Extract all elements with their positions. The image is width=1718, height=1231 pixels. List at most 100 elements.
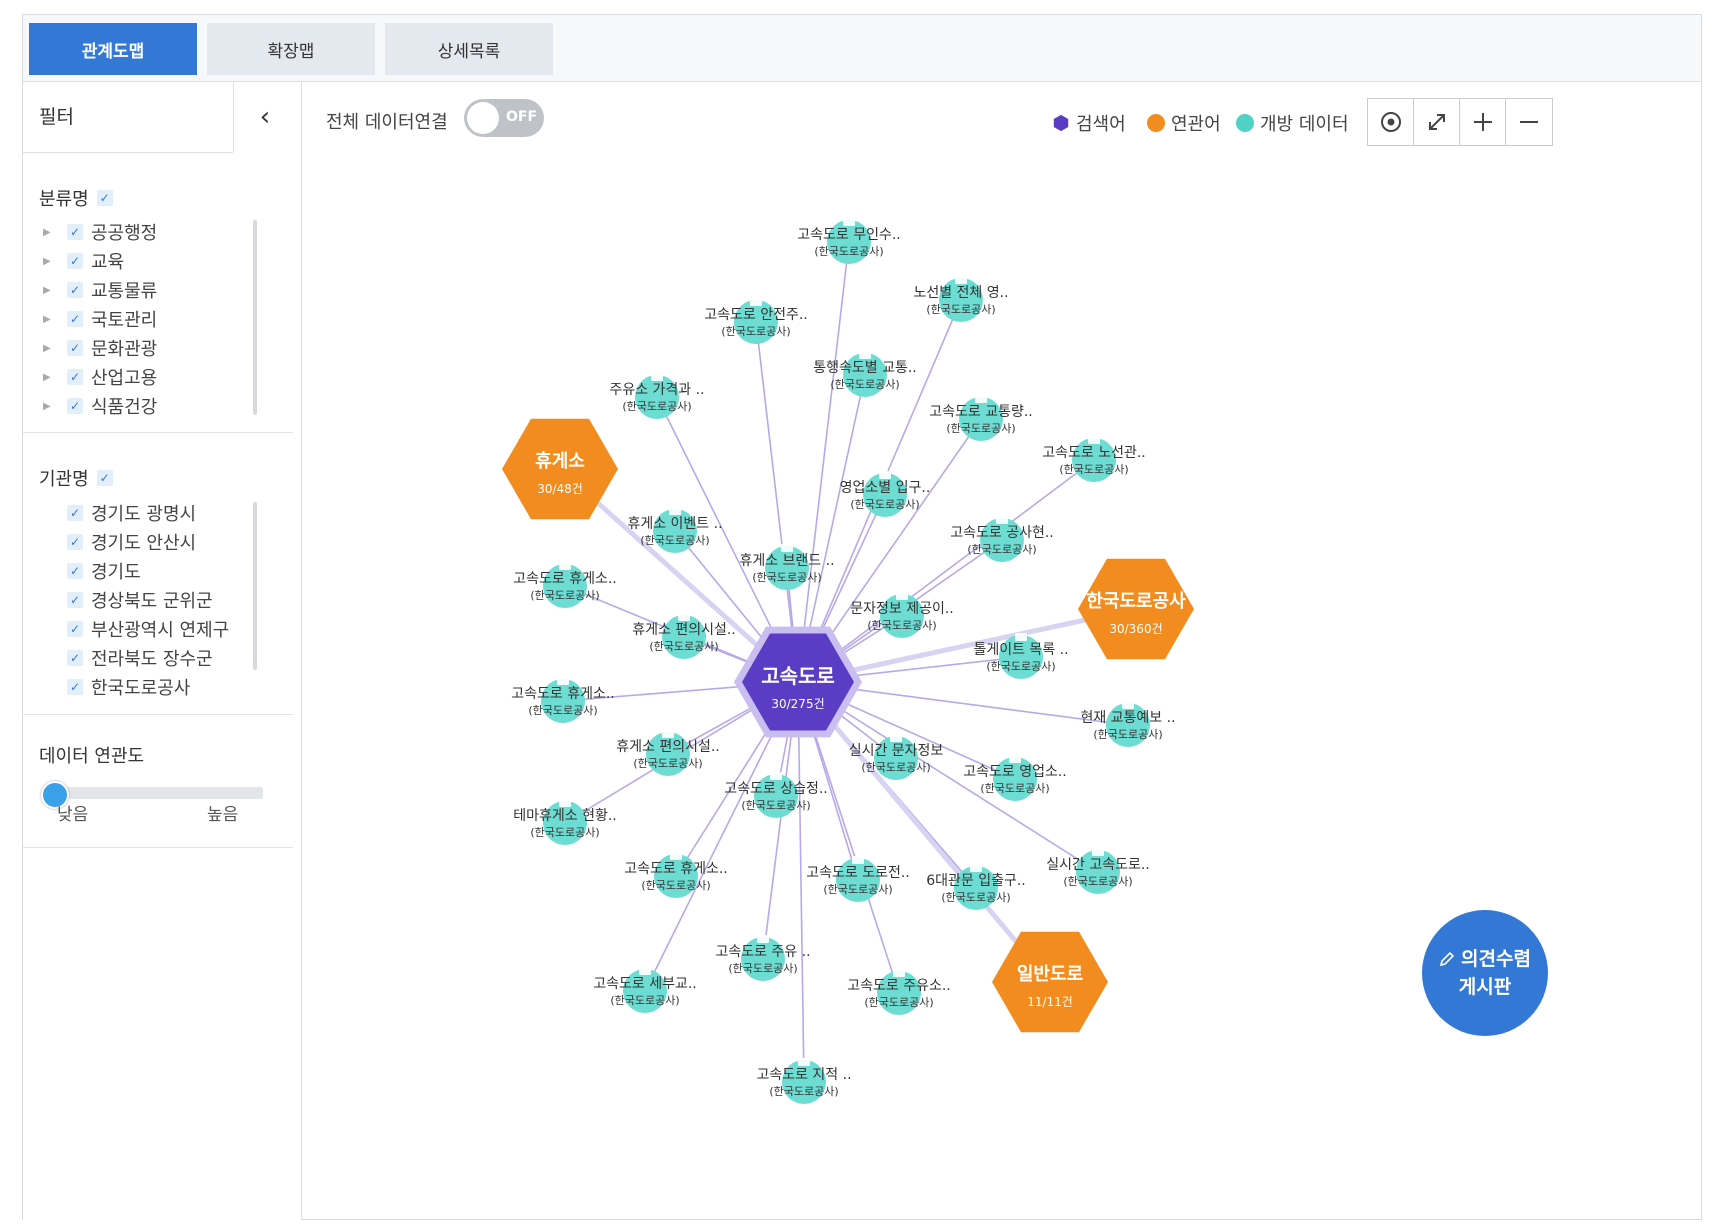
check-icon[interactable]: ✓ bbox=[67, 679, 83, 695]
caret-right-icon[interactable]: ▶ bbox=[43, 342, 51, 354]
open-data-circle[interactable] bbox=[880, 594, 924, 638]
open-data-node[interactable]: 고속도로 무인수..(한국도로공사) bbox=[797, 218, 901, 264]
open-data-circle[interactable] bbox=[999, 635, 1043, 679]
open-data-circle[interactable] bbox=[623, 969, 667, 1013]
zoom-in-icon[interactable] bbox=[1460, 99, 1506, 145]
open-data-circle[interactable] bbox=[827, 220, 871, 264]
check-icon[interactable]: ✓ bbox=[67, 340, 83, 356]
open-data-circle[interactable] bbox=[734, 300, 778, 344]
open-data-node[interactable]: 노선별 전체 영..(한국도로공사) bbox=[913, 276, 1009, 322]
open-data-circle[interactable] bbox=[874, 736, 918, 780]
open-data-node[interactable]: 고속도로 휴게소..(한국도로공사) bbox=[511, 677, 615, 723]
check-icon[interactable]: ✓ bbox=[67, 398, 83, 414]
open-data-circle[interactable] bbox=[863, 473, 907, 517]
open-data-circle[interactable] bbox=[741, 937, 785, 981]
list-item[interactable]: ✓한국도로공사 bbox=[43, 672, 190, 702]
list-item[interactable]: ▶✓산업고용 bbox=[43, 362, 157, 392]
open-data-circle[interactable] bbox=[543, 801, 587, 845]
open-data-circle[interactable] bbox=[1072, 438, 1116, 482]
list-item[interactable]: ▶✓식품건강 bbox=[43, 391, 157, 421]
open-data-circle[interactable] bbox=[765, 546, 809, 590]
check-icon[interactable]: ✓ bbox=[96, 190, 113, 206]
data-link-toggle[interactable]: OFF bbox=[464, 99, 544, 137]
check-icon[interactable]: ✓ bbox=[67, 369, 83, 385]
caret-right-icon[interactable]: ▶ bbox=[43, 226, 51, 238]
check-icon[interactable]: ✓ bbox=[67, 311, 83, 327]
chevron-left-icon[interactable]: ‹ bbox=[259, 102, 271, 132]
open-data-node[interactable]: 고속도로 지적 ..(한국도로공사) bbox=[756, 1058, 852, 1104]
list-item[interactable]: ✓경기도 안산시 bbox=[43, 527, 196, 557]
open-data-circle[interactable] bbox=[1106, 703, 1150, 747]
list-item[interactable]: ▶✓문화관광 bbox=[43, 333, 157, 363]
open-data-node[interactable]: 고속도로 세부교..(한국도로공사) bbox=[593, 967, 697, 1013]
open-data-node[interactable]: 주유소 가격과 ..(한국도로공사) bbox=[609, 373, 705, 419]
open-data-circle[interactable] bbox=[959, 397, 1003, 441]
check-icon[interactable]: ✓ bbox=[67, 650, 83, 666]
open-data-node[interactable]: 휴게소 편의시설..(한국도로공사) bbox=[632, 613, 736, 659]
list-item[interactable]: ▶✓교육 bbox=[43, 246, 124, 276]
open-data-node[interactable]: 고속도로 휴게소..(한국도로공사) bbox=[624, 852, 728, 898]
caret-right-icon[interactable]: ▶ bbox=[43, 371, 51, 383]
list-item[interactable]: ✓경기도 bbox=[43, 556, 141, 586]
check-icon[interactable]: ✓ bbox=[67, 253, 83, 269]
open-data-node[interactable]: 통행속도별 교통..(한국도로공사) bbox=[813, 351, 917, 397]
related-hexagon[interactable] bbox=[1078, 558, 1194, 660]
open-data-node[interactable]: 고속도로 주유소..(한국도로공사) bbox=[847, 969, 951, 1015]
check-icon[interactable]: ✓ bbox=[67, 282, 83, 298]
open-data-circle[interactable] bbox=[877, 971, 921, 1015]
open-data-node[interactable]: 휴게소 편의시설..(한국도로공사) bbox=[616, 730, 720, 776]
search-hexagon[interactable] bbox=[742, 633, 854, 731]
caret-right-icon[interactable]: ▶ bbox=[43, 255, 51, 267]
list-item[interactable]: ▶✓교통물류 bbox=[43, 275, 157, 305]
open-data-circle[interactable] bbox=[543, 564, 587, 608]
check-icon[interactable]: ✓ bbox=[67, 505, 83, 521]
open-data-node[interactable]: 고속도로 도로전..(한국도로공사) bbox=[806, 856, 910, 902]
open-data-circle[interactable] bbox=[635, 375, 679, 419]
scrollbar[interactable] bbox=[253, 502, 257, 670]
open-data-node[interactable]: 휴게소 이벤트 ..(한국도로공사) bbox=[627, 507, 723, 553]
target-icon[interactable] bbox=[1368, 99, 1414, 145]
tab-expand-map[interactable]: 확장맵 bbox=[207, 23, 375, 75]
open-data-circle[interactable] bbox=[993, 757, 1037, 801]
list-item[interactable]: ✓경상북도 군위군 bbox=[43, 585, 213, 615]
open-data-circle[interactable] bbox=[662, 615, 706, 659]
open-data-node[interactable]: 영업소별 입구..(한국도로공사) bbox=[840, 471, 931, 517]
open-data-circle[interactable] bbox=[754, 774, 798, 818]
open-data-circle[interactable] bbox=[836, 858, 880, 902]
caret-right-icon[interactable]: ▶ bbox=[43, 400, 51, 412]
related-hexagon[interactable] bbox=[502, 418, 618, 520]
list-item[interactable]: ▶✓공공행정 bbox=[43, 217, 157, 247]
open-data-node[interactable]: 테마휴게소 현황..(한국도로공사) bbox=[513, 799, 617, 845]
open-data-circle[interactable] bbox=[654, 854, 698, 898]
open-data-circle[interactable] bbox=[646, 732, 690, 776]
open-data-node[interactable]: 실시간 고속도로..(한국도로공사) bbox=[1046, 848, 1150, 894]
open-data-node[interactable]: 휴게소 브랜드 ..(한국도로공사) bbox=[739, 544, 835, 590]
check-icon[interactable]: ✓ bbox=[67, 534, 83, 550]
open-data-circle[interactable] bbox=[980, 518, 1024, 562]
open-data-node[interactable]: 고속도로 휴게소..(한국도로공사) bbox=[513, 562, 617, 608]
caret-right-icon[interactable]: ▶ bbox=[43, 313, 51, 325]
open-data-circle[interactable] bbox=[843, 353, 887, 397]
check-icon[interactable]: ✓ bbox=[96, 470, 113, 486]
check-icon[interactable]: ✓ bbox=[67, 592, 83, 608]
relevance-slider-handle[interactable] bbox=[41, 781, 69, 809]
open-data-node[interactable]: 고속도로 주유 ..(한국도로공사) bbox=[715, 935, 811, 981]
check-icon[interactable]: ✓ bbox=[67, 224, 83, 240]
open-data-node[interactable]: 고속도로 노선관..(한국도로공사) bbox=[1042, 436, 1146, 482]
check-icon[interactable]: ✓ bbox=[67, 621, 83, 637]
open-data-node[interactable]: 고속도로 교통량..(한국도로공사) bbox=[929, 395, 1033, 441]
open-data-node[interactable]: 문자정보 제공이..(한국도로공사) bbox=[850, 592, 954, 638]
open-data-node[interactable]: 실시간 문자정보(한국도로공사) bbox=[849, 734, 944, 780]
open-data-circle[interactable] bbox=[954, 866, 998, 910]
open-data-circle[interactable] bbox=[653, 509, 697, 553]
list-item[interactable]: ✓경기도 광명시 bbox=[43, 498, 196, 528]
scrollbar[interactable] bbox=[253, 220, 257, 415]
feedback-board-button[interactable]: 의견수렴 게시판 bbox=[1422, 910, 1548, 1036]
open-data-node[interactable]: 고속도로 상습정..(한국도로공사) bbox=[724, 772, 828, 818]
list-item[interactable]: ✓부산광역시 연제구 bbox=[43, 614, 229, 644]
list-item[interactable]: ✓전라북도 장수군 bbox=[43, 643, 213, 673]
tab-detail-list[interactable]: 상세목록 bbox=[385, 23, 553, 75]
